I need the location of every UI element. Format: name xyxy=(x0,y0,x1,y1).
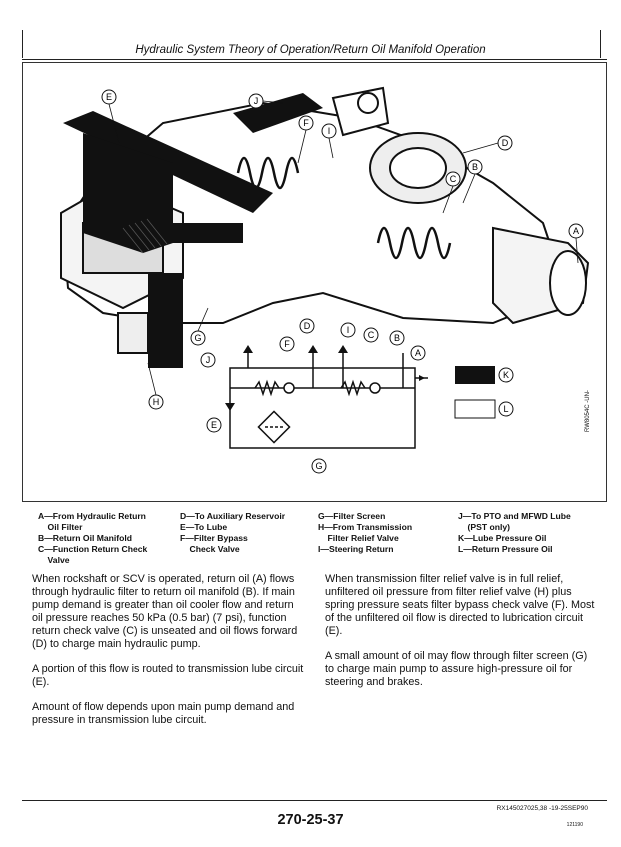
check-valve-springs xyxy=(236,156,452,260)
schematic-callout-j: J xyxy=(206,355,211,365)
schematic-callout-e: E xyxy=(211,420,217,430)
schematic-callout-i: I xyxy=(347,325,350,335)
manifold-figure: E J I F D B C A G H xyxy=(22,62,607,502)
key-l-label: L xyxy=(503,404,508,414)
body-right-column: When transmission filter relief valve is… xyxy=(325,573,597,701)
callout-b-top: B xyxy=(472,162,478,172)
callout-c-top: C xyxy=(450,174,457,184)
body-left-column: When rockshaft or SCV is operated, retur… xyxy=(32,573,304,739)
footer-reference: RX145027025,38 -19-25SEP90 xyxy=(496,805,588,812)
schematic-callouts xyxy=(200,318,426,474)
footer-rule xyxy=(22,800,607,801)
callout-h: H xyxy=(153,397,160,407)
key-k-label: K xyxy=(503,370,509,380)
callout-a-top: A xyxy=(573,226,579,236)
schematic-callout-c: C xyxy=(368,330,375,340)
schematic-callout-d: D xyxy=(304,321,311,331)
manifold-illustration: E J I F D B C A G H xyxy=(60,86,590,474)
return-pressure-swatch xyxy=(454,399,496,419)
header-top-rule xyxy=(22,30,23,58)
paragraph: Amount of flow depends upon main pump de… xyxy=(32,701,295,726)
filter-screen xyxy=(122,218,168,254)
paragraph: A small amount of oil may flow through f… xyxy=(325,650,588,688)
callout-i-top: I xyxy=(328,126,331,136)
paragraph: When transmission filter relief valve is… xyxy=(325,573,595,637)
schematic-arrows xyxy=(225,345,425,411)
schematic-callout-f: F xyxy=(284,339,290,349)
callout-d-top: D xyxy=(502,138,509,148)
page-header-title: Hydraulic System Theory of Operation/Ret… xyxy=(135,44,486,56)
callout-j-top: J xyxy=(254,96,259,106)
footer-small-code: 121190 xyxy=(566,822,583,828)
callout-e-top: E xyxy=(106,92,112,102)
paragraph: When rockshaft or SCV is operated, retur… xyxy=(32,573,298,650)
schematic-callout-b: B xyxy=(394,333,400,343)
callout-f-top: F xyxy=(303,118,309,128)
lube-pressure-swatch xyxy=(455,366,495,384)
header-bottom-rule xyxy=(22,59,607,60)
legend-column-4: J—To PTO and MFWD Lube (PST only)K—Lube … xyxy=(458,511,571,554)
callout-g-top: G xyxy=(194,333,201,343)
header-top-rule-right xyxy=(600,30,601,58)
figure-side-code: RW8054C -UN- xyxy=(585,390,591,432)
paragraph: A portion of this flow is routed to tran… xyxy=(32,663,304,688)
hydraulic-schematic xyxy=(229,353,428,449)
page-number: 270-25-37 xyxy=(277,812,344,828)
schematic-callout-a: A xyxy=(415,348,421,358)
schematic-callout-g: G xyxy=(315,461,322,471)
